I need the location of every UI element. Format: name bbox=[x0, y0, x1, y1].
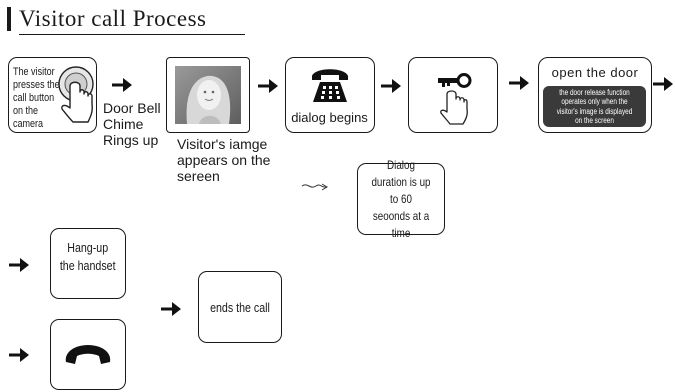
ends-call-text: ends the call bbox=[210, 299, 270, 315]
key-hand-icon bbox=[438, 73, 472, 125]
flow-arrow bbox=[161, 302, 181, 316]
connector-squiggle bbox=[301, 183, 328, 191]
visitor-portrait bbox=[175, 66, 241, 124]
handset-icon bbox=[65, 345, 111, 364]
page-title: Visitor call Process bbox=[19, 6, 207, 31]
flow-arrow bbox=[381, 79, 401, 93]
flow-arrow bbox=[112, 78, 132, 92]
title-accent-bar bbox=[7, 7, 11, 31]
hang-up-box: Hang-up the handset bbox=[50, 228, 126, 299]
telephone-icon bbox=[312, 69, 348, 102]
hand-press-icon bbox=[58, 66, 94, 123]
handset-box bbox=[50, 319, 126, 390]
flow-arrow bbox=[509, 76, 529, 90]
open-door-title: open the door bbox=[551, 64, 639, 80]
flow-arrow bbox=[9, 258, 29, 272]
flow-arrow bbox=[258, 79, 278, 93]
flow-arrow bbox=[653, 77, 673, 91]
open-door-note-panel: the door release function operates only … bbox=[543, 86, 646, 127]
title-underline bbox=[19, 34, 245, 35]
dialog-begins-text: dialog begins bbox=[291, 110, 368, 125]
door-release-box bbox=[408, 57, 498, 133]
flow-arrow bbox=[9, 348, 29, 362]
door-bell-label: Door Bell Chime Rings up bbox=[103, 100, 161, 148]
visitor-image-label: Visitor's iamge appears on the sereen bbox=[177, 136, 271, 184]
open-door-note: the door release function operates only … bbox=[556, 87, 633, 126]
dialog-duration-text: Dialog duration is up to 60 seoonds at a… bbox=[371, 157, 431, 240]
visitor-press-box: The visitor presses the call button on t… bbox=[8, 57, 97, 133]
ends-call-box: ends the call bbox=[198, 271, 282, 343]
visitor-press-text: The visitor presses the call button on t… bbox=[13, 66, 60, 130]
portrait-photo bbox=[166, 57, 250, 133]
dialog-begins-box: dialog begins bbox=[285, 57, 375, 133]
open-door-box: open the door the door release function … bbox=[538, 57, 652, 133]
dialog-duration-box: Dialog duration is up to 60 seoonds at a… bbox=[357, 158, 445, 240]
hang-up-text: Hang-up the handset bbox=[59, 240, 116, 273]
